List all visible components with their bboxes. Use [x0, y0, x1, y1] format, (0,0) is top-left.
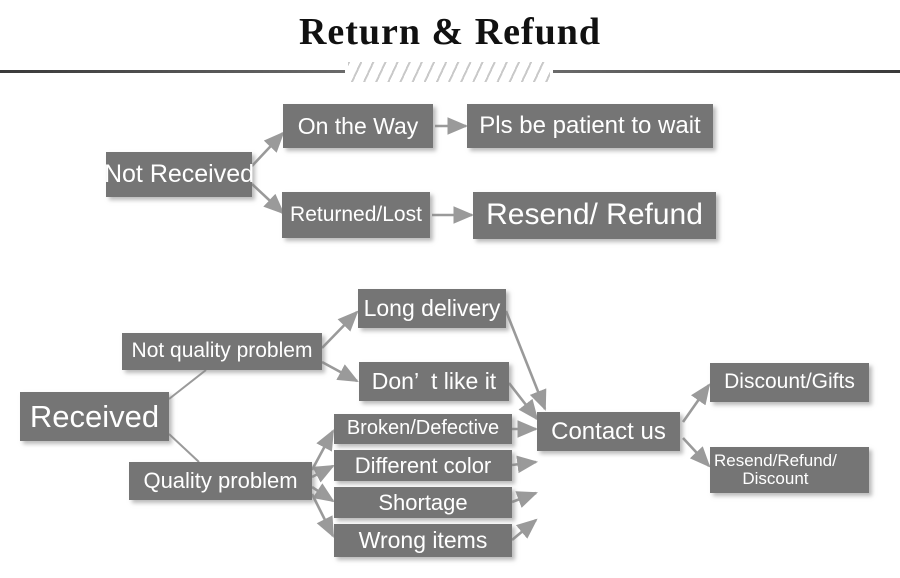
- flow-node-long-delivery[interactable]: Long delivery: [358, 289, 506, 328]
- edge-not-received-on-the-way: [251, 131, 285, 167]
- flow-node-shortage[interactable]: Shortage: [334, 487, 512, 518]
- page-title: Return & Refund: [298, 11, 602, 53]
- edge-received-not-quality: [168, 369, 207, 400]
- edge-quality-different-color: [311, 464, 335, 483]
- flow-node-not-quality[interactable]: Not quality problem: [122, 333, 322, 370]
- edge-shortage-contact-us: [511, 491, 538, 508]
- edge-contact-us-resend-refund-discount: [682, 437, 711, 468]
- flow-node-wrong-items[interactable]: Wrong items: [334, 524, 512, 557]
- flow-node-on-the-way[interactable]: On the Way: [283, 104, 433, 148]
- flow-node-resend-refund[interactable]: Resend/ Refund: [473, 192, 716, 239]
- flow-node-resend-refund-discount[interactable]: Resend/Refund/ Discount: [710, 447, 869, 493]
- edge-long-delivery-contact-us: [504, 310, 547, 411]
- flow-node-dont-like-it[interactable]: Don’ t like it: [359, 362, 509, 401]
- edge-quality-wrong-items: [310, 493, 335, 538]
- flow-node-contact-us[interactable]: Contact us: [537, 412, 680, 451]
- header-divider: [0, 62, 900, 82]
- flow-node-pls-be-patient[interactable]: Pls be patient to wait: [467, 104, 713, 148]
- divider-rule-left: [0, 70, 345, 73]
- edge-not-quality-long-delivery: [321, 310, 359, 349]
- flow-node-quality-problem[interactable]: Quality problem: [129, 462, 312, 500]
- edge-quality-broken-defective: [310, 429, 335, 471]
- edge-received-quality-problem: [168, 433, 200, 463]
- flow-node-received[interactable]: Received: [20, 392, 169, 441]
- flow-node-broken-defective[interactable]: Broken/Defective: [334, 414, 512, 444]
- flow-node-discount-gifts[interactable]: Discount/Gifts: [710, 363, 869, 402]
- edge-different-color-contact-us: [511, 455, 539, 474]
- edge-wrong-items-contact-us: [511, 518, 538, 541]
- flow-node-not-received[interactable]: Not Received: [104, 152, 254, 197]
- edge-not-received-returned-lost: [251, 183, 285, 215]
- diagonal-hatch-divider-icon: [348, 62, 550, 82]
- divider-rule-right: [553, 70, 900, 73]
- flow-node-returned-lost[interactable]: Returned/Lost: [282, 192, 430, 238]
- edge-quality-shortage: [311, 483, 335, 503]
- edge-contact-us-discount-gifts: [681, 383, 711, 423]
- edge-not-quality-dont-like-it: [321, 360, 359, 383]
- edge-dont-like-it-contact-us: [507, 382, 539, 421]
- flow-node-different-color[interactable]: Different color: [334, 450, 512, 481]
